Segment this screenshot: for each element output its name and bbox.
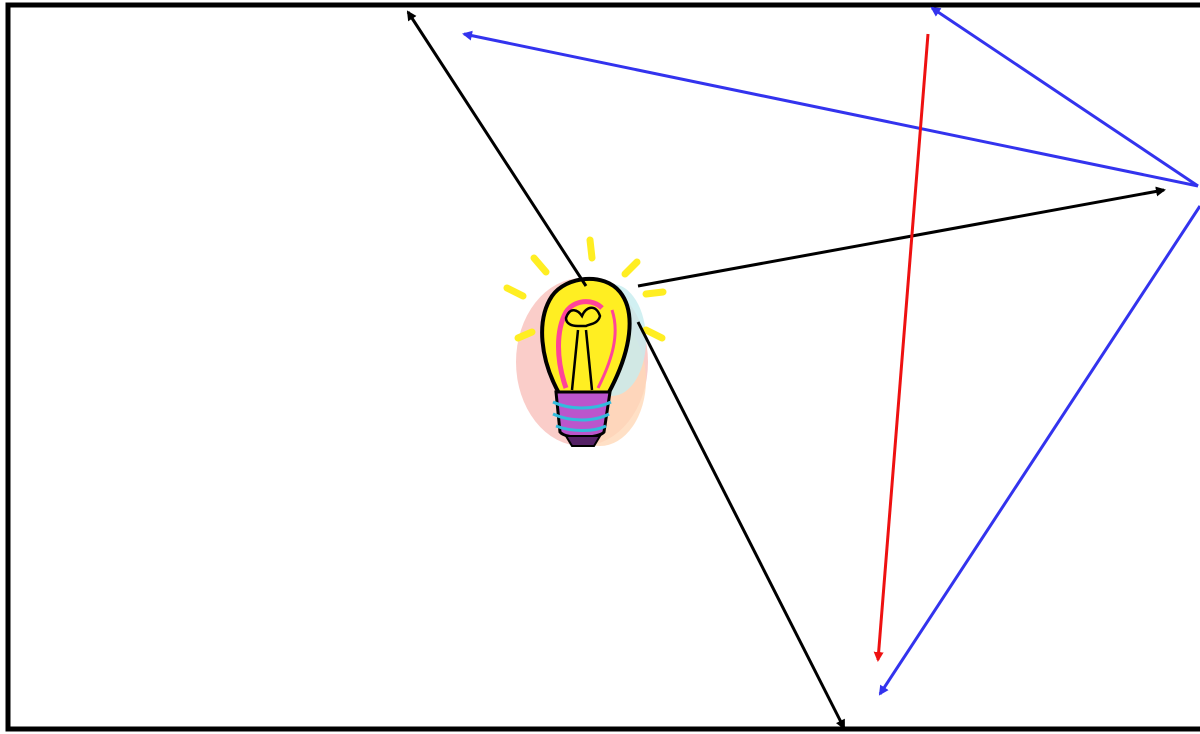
lightbulb-icon <box>507 240 663 446</box>
blue-arrow-bottom <box>880 206 1200 694</box>
black-arrow-right <box>638 190 1164 286</box>
black-arrow-down <box>638 322 844 728</box>
blue-arrow-left <box>464 34 1198 186</box>
red-arrow <box>878 34 928 660</box>
